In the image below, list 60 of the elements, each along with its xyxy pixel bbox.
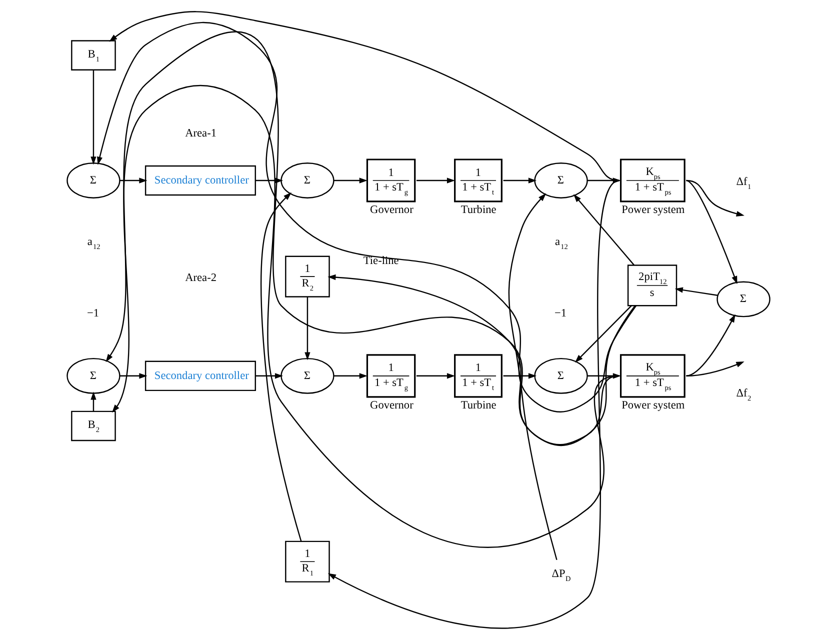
edge-label: Tie-line (362, 254, 398, 267)
arrow (119, 373, 147, 379)
node-box: K$_{ps}$ 1 + sT$_{ps}$ (619, 158, 685, 202)
node-label: Turbine (460, 399, 496, 412)
node-text: ΔP$_{D}$ (551, 568, 570, 583)
arrow (327, 274, 619, 446)
arrow (119, 178, 147, 184)
arrow (416, 373, 455, 379)
label: Δf$_{1}$ (736, 176, 751, 192)
node-box: 1 1 + sT$_{t}$ (454, 354, 502, 398)
arrow (304, 297, 310, 360)
arrow (574, 305, 632, 363)
arrow (260, 192, 302, 542)
label: a$_{12}$ (554, 236, 568, 251)
node-box: 1 1 + sT$_{t}$ (454, 158, 502, 202)
label: a$_{12}$ (86, 236, 100, 251)
arrow (255, 373, 283, 379)
arrow (416, 178, 455, 184)
node-box: 1 R$_{2}$ (284, 256, 330, 298)
arrow (111, 85, 619, 548)
label: −1 (554, 308, 566, 320)
arrow (502, 178, 536, 184)
node-box: 2piT$_{12}$ s (626, 264, 677, 306)
arrow (108, 11, 619, 182)
node-ellipse: Σ (280, 358, 334, 394)
node-label: Governor (370, 399, 413, 412)
arrow (502, 373, 536, 379)
node-ellipse: Σ (716, 281, 770, 318)
arrow (685, 180, 737, 284)
node-box: K$_{ps}$ 1 + sT$_{ps}$ (619, 354, 685, 398)
node-label: Power system (621, 204, 684, 216)
arrow (686, 314, 735, 376)
arrow (90, 70, 96, 165)
node-ellipse: Σ (534, 162, 588, 198)
node-ellipse: Σ (66, 162, 120, 198)
node-box: 1 R$_{1}$ (284, 540, 330, 582)
arrow (674, 287, 718, 296)
node-label: Governor (370, 204, 413, 216)
label: −1 (86, 308, 99, 320)
label: Δf$_{2}$ (736, 388, 751, 403)
label: Area-2 (184, 272, 216, 284)
arrow (333, 373, 367, 379)
node-box: Secondary controller (144, 360, 256, 392)
node-ellipse: Σ (534, 358, 588, 394)
node-box: 1 1 + sT$_{g}$ (366, 354, 416, 398)
node-ellipse: Σ (280, 162, 334, 198)
arrow (572, 194, 634, 266)
arrow (508, 193, 557, 560)
arrow (686, 180, 744, 216)
arrow (333, 178, 367, 184)
node-label: Power system (621, 399, 684, 412)
node-box: B$_{2}$ (70, 410, 116, 442)
arrow (90, 392, 96, 412)
label: Area-1 (184, 128, 216, 140)
node-box: 1 1 + sT$_{g}$ (366, 158, 416, 202)
node-box: Secondary controller (144, 165, 256, 196)
node-ellipse: Σ (66, 358, 120, 394)
node-label: Turbine (460, 204, 496, 216)
node-box: B$_{1}$ (70, 40, 116, 70)
arrow (686, 362, 744, 377)
